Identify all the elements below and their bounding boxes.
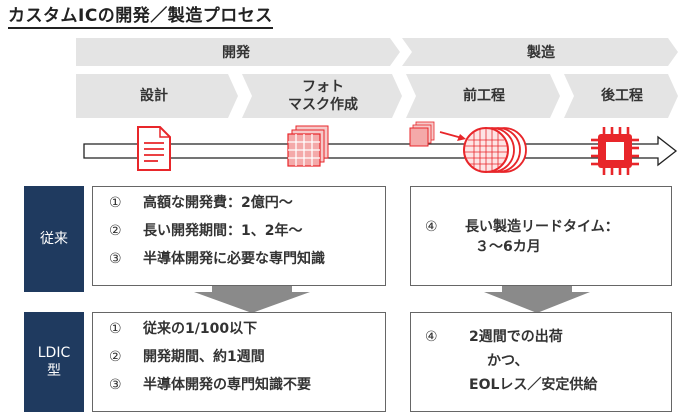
- item-text: 高額な開発費：2億円～: [143, 195, 293, 211]
- ldic-label-line1: LDIC: [37, 345, 71, 361]
- ldic-label-line2: 型: [47, 363, 61, 379]
- mask-to-wafer-icon: [409, 121, 466, 147]
- item-number: ②: [109, 349, 122, 365]
- ldic-mfg-box: ④ 2週間での出荷 かつ、 EOLレス／安定供給: [410, 312, 672, 412]
- development-banner-shape: [76, 38, 400, 66]
- step-design-label: 設計: [140, 88, 168, 104]
- ldic-dev-box: ① 従来の1/100以下 ② 開発期間、約1週間 ③ 半導体開発の専門知識不要: [92, 312, 386, 412]
- front-end-step-shape: [406, 74, 560, 118]
- item-text: 長い開発期間：1、2年～: [143, 223, 303, 239]
- item-number: ①: [109, 195, 122, 211]
- conventional-mfg-item-cont: ３～6カ月: [425, 237, 671, 257]
- ldic-dev-item-1: ① 従来の1/100以下: [109, 319, 385, 339]
- manufacturing-phase-label: 製造: [527, 45, 555, 61]
- step-front-end-label: 前工程: [463, 88, 505, 104]
- item-number: ④: [425, 329, 438, 345]
- timeline-arrow: [83, 135, 678, 167]
- item-number: ①: [109, 321, 122, 337]
- mfg-down-arrow: [484, 283, 590, 313]
- step-photomask-label: フォト マスク作成: [250, 74, 396, 118]
- ldic-dev-item-2: ② 開発期間、約1週間: [109, 347, 385, 367]
- step-back-end-label: 後工程: [601, 88, 643, 104]
- ldic-mfg-item: ④ 2週間での出荷: [425, 327, 671, 347]
- development-phase-label: 開発: [222, 45, 250, 61]
- item-text-line3: EOLレス／安定供給: [469, 377, 598, 393]
- item-text-line1: 2週間での出荷: [469, 329, 563, 345]
- item-text-line1: 長い製造リードタイム：: [465, 219, 619, 235]
- ldic-dev-item-3: ③ 半導体開発の専門知識不要: [109, 375, 385, 395]
- conventional-dev-item-3: ③ 半導体開発に必要な専門知識: [109, 249, 385, 269]
- design-step-shape: [76, 74, 238, 118]
- ldic-label: LDIC 型: [24, 312, 84, 412]
- step-photomask-line2: マスク作成: [288, 97, 358, 113]
- ldic-mfg-item-cont2: EOLレス／安定供給: [425, 375, 671, 395]
- item-text: 半導体開発に必要な専門知識: [143, 251, 325, 267]
- item-text: 半導体開発の専門知識不要: [143, 377, 311, 393]
- photomask-step-shape: [242, 74, 402, 118]
- item-number: ③: [109, 377, 122, 393]
- conventional-dev-item-1: ① 高額な開発費：2億円～: [109, 193, 385, 213]
- item-number: ④: [425, 219, 438, 235]
- manufacturing-banner-shape: [402, 38, 678, 66]
- back-end-step-shape: [564, 74, 678, 118]
- item-text-line2: かつ、: [487, 353, 529, 369]
- page-title: カスタムICの開発／製造プロセス: [8, 6, 273, 29]
- ldic-mfg-item-cont1: かつ、: [425, 351, 671, 371]
- item-number: ③: [109, 251, 122, 267]
- conventional-dev-box: ① 高額な開発費：2億円～ ② 長い開発期間：1、2年～ ③ 半導体開発に必要な…: [92, 186, 386, 286]
- conventional-mfg-box: ④ 長い製造リードタイム： ３～6カ月: [410, 186, 672, 286]
- conventional-mfg-item: ④ 長い製造リードタイム：: [425, 217, 671, 237]
- chip-icon: [591, 127, 639, 175]
- item-text: 開発期間、約1週間: [143, 349, 265, 365]
- conventional-dev-item-2: ② 長い開発期間：1、2年～: [109, 221, 385, 241]
- document-icon: [137, 126, 171, 171]
- item-text-line2: ３～6カ月: [475, 239, 541, 255]
- step-photomask-line1: フォト: [302, 79, 344, 95]
- photomask-icon: [287, 125, 329, 167]
- dev-down-arrow: [194, 283, 310, 313]
- wafer-icon: [463, 127, 527, 173]
- item-number: ②: [109, 223, 122, 239]
- item-text: 従来の1/100以下: [143, 321, 258, 337]
- conventional-label: 従来: [24, 186, 84, 292]
